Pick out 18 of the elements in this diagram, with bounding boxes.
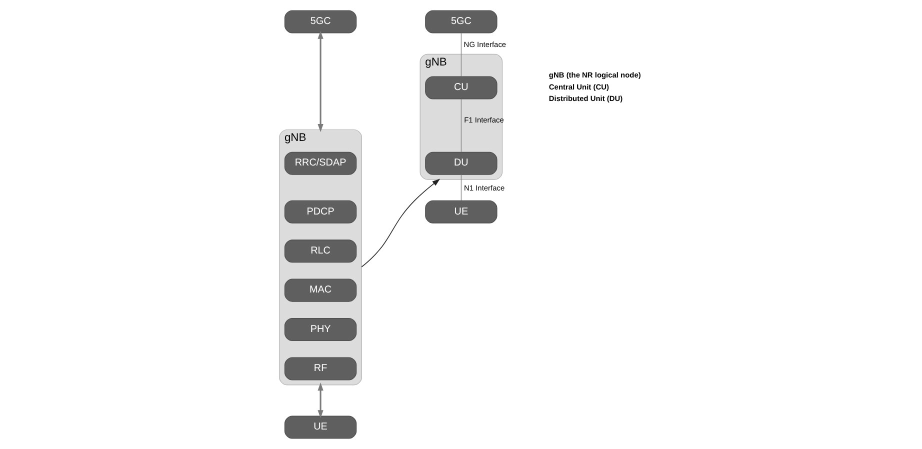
arrow <box>360 178 440 268</box>
node-box: UE <box>424 200 497 224</box>
node-box: UE <box>284 416 356 439</box>
arrow <box>317 30 323 132</box>
connector <box>460 174 461 201</box>
node-box: RRC/SDAP <box>284 152 356 175</box>
node-box: 5GC <box>284 10 356 34</box>
node-box: 5GC <box>424 10 497 34</box>
node-box: CU <box>424 76 497 100</box>
arrow <box>317 382 323 418</box>
node-box: RF <box>284 357 356 380</box>
node-box: PDCP <box>284 200 356 224</box>
node-box: PHY <box>284 318 356 342</box>
connector <box>460 32 461 77</box>
connector <box>460 98 461 152</box>
node-box: MAC <box>284 278 356 302</box>
node-box: DU <box>424 152 497 175</box>
node-box: RLC <box>284 240 356 263</box>
